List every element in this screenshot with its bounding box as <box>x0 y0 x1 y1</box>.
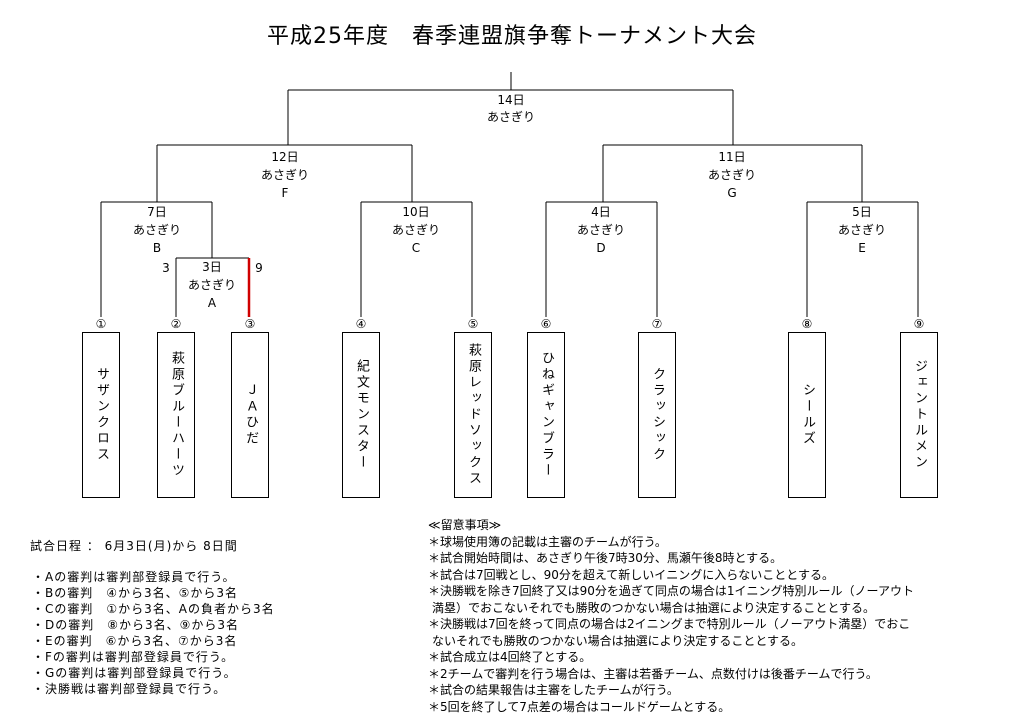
match-date: 7日 <box>147 205 167 219</box>
team-name: クラッシック <box>650 367 665 463</box>
team-box: シールズ <box>788 332 826 498</box>
match-label: C <box>411 241 421 255</box>
team-seed: ⑨ <box>913 317 925 331</box>
match-f: 12日 あさぎり F <box>240 148 330 202</box>
match-venue: あさぎり <box>486 110 535 124</box>
match-g-connector <box>602 144 863 202</box>
umpire-item: ・Fの審判は審判部登録員で行う。 <box>32 650 235 664</box>
team-seed: ⑧ <box>801 317 813 331</box>
team-name: ジェントルメン <box>912 359 927 471</box>
match-c: 10日 あさぎり C <box>371 203 461 257</box>
team-box: サザンクロス <box>82 332 120 498</box>
match-g: 11日 あさぎり G <box>687 148 777 202</box>
match-label: F <box>281 186 289 200</box>
match-venue: あさぎり <box>707 168 756 182</box>
match-venue: あさぎり <box>187 278 236 292</box>
note-item: ＊球場使用簿の記載は主審のチームが行う。 <box>428 534 667 549</box>
note-item: ＊試合開始時間は、あさぎり午後7時30分、馬瀬午後8時とする。 <box>428 551 783 565</box>
umpire-item: ・Eの審判 ⑥から3名、⑦から3名 <box>32 634 238 648</box>
match-b: 7日 あさぎり B <box>112 203 202 257</box>
umpire-item: ・Dの審判 ⑧から3名、⑨から3名 <box>32 618 240 632</box>
team-name: 萩原ブルーハーツ <box>169 351 184 479</box>
note-item: ＊2チームで審判を行う場合は、主審は若番チーム、点数付けは後番チームで行う。 <box>428 666 878 681</box>
team-seed: ① <box>95 317 107 331</box>
match-label: A <box>207 296 217 310</box>
match-venue: あさぎり <box>391 223 440 237</box>
note-item: ＊試合は7回戦とし、90分を超えて新しいイニングに入らないこととする。 <box>428 567 834 582</box>
match-e-connector <box>806 201 919 317</box>
team-box: ひねギャンブラー <box>527 332 565 498</box>
team-seed: ⑤ <box>467 317 479 331</box>
match-date: 11日 <box>718 150 746 164</box>
notes-section: ≪留意事項≫ ＊球場使用簿の記載は主審のチームが行う。 ＊試合開始時間は、あさぎ… <box>428 517 1018 715</box>
team-box: 紀文モンスター <box>342 332 380 498</box>
match-venue: あさぎり <box>132 223 181 237</box>
match-label: D <box>596 241 606 255</box>
note-item: ＊決勝戦は7回を終って同点の場合は2イニングまで特別ルール（ノーアウト満塁）でお… <box>428 617 911 631</box>
note-item: ＊試合成立は4回終了とする。 <box>428 650 592 664</box>
match-venue: あさぎり <box>260 168 309 182</box>
note-item-continuation: ないそれでも勝敗のつかない場合は抽選により決定することとする。 <box>432 633 804 648</box>
match-e: 5日 あさぎり E <box>817 203 907 257</box>
match-a: 3日 あさぎり A <box>167 258 257 312</box>
match-final: 14日 あさぎり <box>466 92 556 126</box>
umpire-item: ・Gの審判は審判部登録員で行う。 <box>32 666 237 680</box>
team-seed: ⑥ <box>540 317 552 331</box>
match-b-connector <box>100 201 213 317</box>
team-name: ＪＡひだ <box>243 383 258 447</box>
match-date: 4日 <box>591 205 611 219</box>
match-venue: あさぎり <box>837 223 886 237</box>
schedule-text: 試合日程 ： 6月3日(月)から 8日間 <box>30 539 238 553</box>
note-item: ＊決勝戦を除き7回終了又は90分を過ぎて同点の場合は1イニング特別ルール（ノーア… <box>428 584 915 598</box>
match-f-connector <box>156 144 413 202</box>
match-label: G <box>727 186 737 200</box>
team-name: 紀文モンスター <box>354 359 369 471</box>
team-box: ジェントルメン <box>900 332 938 498</box>
team-seed: ④ <box>355 317 367 331</box>
match-d: 4日 あさぎり D <box>556 203 646 257</box>
match-c-connector <box>360 201 473 317</box>
match-date: 5日 <box>852 205 872 219</box>
umpire-item: ・Cの審判 ①から3名、Aの負者から3名 <box>32 602 275 616</box>
notes-heading: ≪留意事項≫ <box>428 518 502 532</box>
match-a-score-right: 9 <box>255 261 263 275</box>
team-seed: ② <box>170 317 182 331</box>
match-d-connector <box>545 201 658 317</box>
team-name: シールズ <box>800 383 815 447</box>
team-box: 萩原ブルーハーツ <box>157 332 195 498</box>
team-name: ひねギャンブラー <box>539 351 554 479</box>
umpire-list: ・Aの審判は審判部登録員で行う。 ・Bの審判 ④から3名、⑤から3名 ・Cの審判… <box>32 569 275 697</box>
umpire-item: ・Aの審判は審判部登録員で行う。 <box>32 570 236 584</box>
note-item-continuation: 満塁）でおこないそれでも勝敗のつかない場合は抽選により決定することとする。 <box>432 600 876 615</box>
note-item: ＊5回を終了して7点差の場合はコールドゲームとする。 <box>428 699 731 714</box>
team-seed: ③ <box>244 317 256 331</box>
page-title: 平成25年度 春季連盟旗争奪トーナメント大会 <box>267 24 757 49</box>
match-date: 3日 <box>202 260 222 274</box>
team-name: 萩原レッドソックス <box>466 343 481 487</box>
match-date: 14日 <box>497 93 525 107</box>
match-venue: あさぎり <box>576 223 625 237</box>
match-a-connector <box>175 257 249 317</box>
note-item: ＊試合の結果報告は主審をしたチームが行う。 <box>428 683 679 697</box>
match-date: 12日 <box>271 150 299 164</box>
match-label: B <box>152 241 162 255</box>
umpire-item: ・決勝戦は審判部登録員で行う。 <box>32 682 227 696</box>
umpire-item: ・Bの審判 ④から3名、⑤から3名 <box>32 586 239 600</box>
team-box: クラッシック <box>638 332 676 498</box>
team-box: 萩原レッドソックス <box>454 332 492 498</box>
team-box: ＪＡひだ <box>231 332 269 498</box>
final-connector <box>287 72 734 145</box>
match-label: E <box>858 241 866 255</box>
match-date: 10日 <box>402 205 430 219</box>
team-name: サザンクロス <box>94 367 109 463</box>
team-seed: ⑦ <box>651 317 663 331</box>
match-a-score-left: 3 <box>162 261 170 275</box>
